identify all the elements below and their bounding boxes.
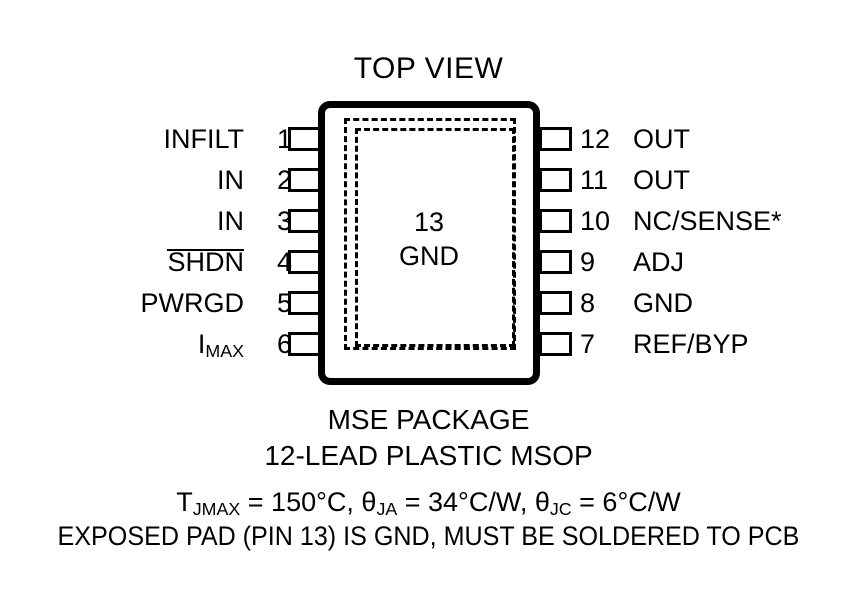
pin-label-11: OUT (633, 165, 690, 195)
pin-number-7: 7 (580, 329, 596, 359)
tjmax-subscript: JMAX (192, 498, 241, 519)
pin-lead-5 (288, 291, 321, 315)
pin-label-subscript: MAX (205, 340, 244, 361)
exposed-pad-label: GND (399, 241, 459, 271)
pin-label-1: INFILT (163, 124, 245, 154)
theta-jc-value: = 6°C/W (571, 487, 681, 517)
tjmax-symbol: T (176, 487, 193, 517)
pin-lead-8 (539, 291, 572, 315)
pin-number-11: 11 (580, 165, 609, 195)
pin-lead-9 (539, 250, 572, 274)
theta-jc-subscript: JC (549, 498, 572, 519)
tjmax-value: = 150°C, (240, 487, 362, 517)
theta-jc-symbol: θ (534, 487, 550, 517)
pin-label-9: ADJ (633, 247, 685, 277)
thermal-specs-line: TJMAX = 150°C, θJA = 34°C/W, θJC = 6°C/W (0, 487, 857, 520)
pin-lead-4 (288, 250, 321, 274)
pin-label-8: GND (633, 288, 693, 318)
pin-number-9: 9 (580, 247, 596, 277)
pin-number-5: 5 (276, 288, 292, 318)
pin-label-4: SHDN (167, 247, 244, 277)
pin-number-3: 3 (276, 206, 292, 236)
exposed-pad-number: 13 (413, 207, 445, 237)
overbar-text: SHDN (167, 247, 244, 277)
pin-label-6: IMAX (197, 329, 244, 361)
pin-lead-12 (539, 127, 572, 151)
pin-lead-1 (288, 127, 321, 151)
pin-lead-3 (288, 209, 321, 233)
pin-lead-6 (288, 332, 321, 356)
package-description: 12-LEAD PLASTIC MSOP (264, 440, 593, 471)
pin-label-3: IN (217, 206, 244, 236)
pin-label-5: PWRGD (140, 288, 245, 318)
pin-lead-11 (539, 168, 572, 192)
pin-label-7: REF/BYP (633, 329, 749, 359)
pin-number-4: 4 (276, 247, 292, 277)
pin-number-6: 6 (276, 329, 292, 359)
pin-number-12: 12 (580, 124, 611, 154)
theta-ja-value: = 34°C/W, (397, 487, 535, 517)
exposed-pad-text: 13 GND (318, 205, 540, 273)
pin-number-2: 2 (276, 165, 292, 195)
pin-lead-10 (539, 209, 572, 233)
theta-ja-subscript: JA (376, 498, 398, 519)
pin-lead-2 (288, 168, 321, 192)
pin-label-2: IN (217, 165, 244, 195)
pin-number-8: 8 (580, 288, 596, 318)
package-name: MSE PACKAGE (327, 404, 530, 435)
pin-label-12: OUT (633, 124, 690, 154)
exposed-pad-inner-boundary (355, 128, 515, 347)
pin-number-1: 1 (276, 124, 292, 154)
exposed-pad-note: EXPOSED PAD (PIN 13) IS GND, MUST BE SOL… (57, 521, 800, 551)
theta-ja-symbol: θ (361, 487, 377, 517)
pin-lead-7 (539, 332, 572, 356)
diagram-title: TOP VIEW (353, 52, 504, 85)
pin-label-10: NC/SENSE* (633, 206, 782, 236)
pin-number-10: 10 (580, 206, 611, 236)
